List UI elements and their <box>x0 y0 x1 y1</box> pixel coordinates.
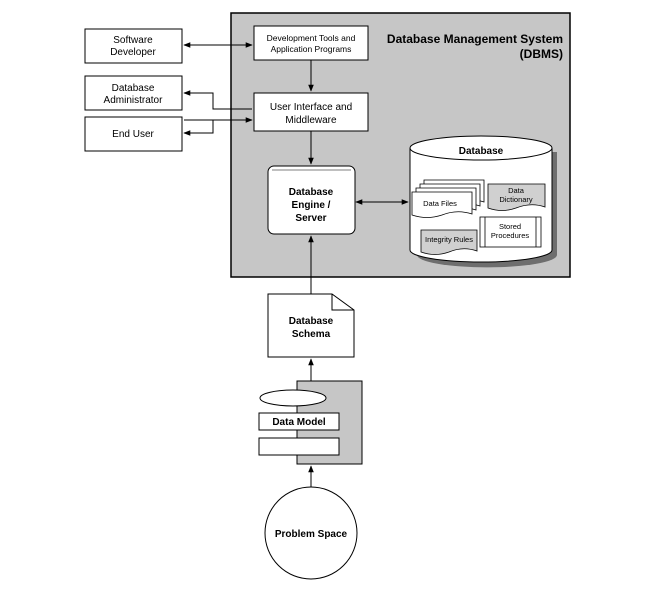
engine-label-3: Server <box>295 213 326 224</box>
schema-label-1: Database <box>289 316 334 327</box>
data-model-stack: Data Model <box>258 380 363 465</box>
dev-tools-label-2: Application Programs <box>271 44 352 54</box>
engine-label-1: Database <box>289 187 334 198</box>
database-engine-box: Database Engine / Server <box>267 165 356 235</box>
data-dictionary-label-2: Dictionary <box>499 195 533 204</box>
data-files-doc: Data Files <box>411 179 485 218</box>
integrity-rules-doc: Integrity Rules <box>420 229 478 255</box>
dbms-subtitle: (DBMS) <box>520 47 563 61</box>
end-user-box: End User <box>84 116 183 152</box>
stored-procedures-box: Stored Procedures <box>479 216 542 248</box>
data-model-label: Data Model <box>272 417 326 428</box>
database-administrator-box: Database Administrator <box>84 75 183 111</box>
problem-space-label: Problem Space <box>275 529 348 540</box>
database-title: Database <box>459 146 504 157</box>
database-administrator-label-2: Administrator <box>104 95 164 106</box>
connector-arrows <box>183 42 409 487</box>
user-interface-box: User Interface and Middleware <box>253 92 369 132</box>
data-dictionary-doc: Data Dictionary <box>487 183 546 211</box>
dbms-title: Database Management System <box>387 32 563 46</box>
user-interface-label-1: User Interface and <box>270 102 352 113</box>
problem-space-circle: Problem Space <box>264 486 358 580</box>
end-user-label: End User <box>112 129 154 140</box>
data-files-label: Data Files <box>423 199 457 208</box>
engine-label-2: Engine / <box>292 200 331 211</box>
software-developer-label-1: Software <box>113 35 153 46</box>
stored-procedures-label-2: Procedures <box>491 231 530 240</box>
stored-procedures-label-1: Stored <box>499 222 521 231</box>
schema-label-2: Schema <box>292 329 331 340</box>
dev-tools-box: Development Tools and Application Progra… <box>253 25 369 61</box>
arrow-ui-admin <box>183 90 252 110</box>
dev-tools-label-1: Development Tools and <box>267 33 356 43</box>
integrity-rules-label: Integrity Rules <box>425 235 473 244</box>
user-interface-label-2: Middleware <box>285 115 337 126</box>
database-schema-doc: Database Schema <box>267 293 355 358</box>
software-developer-label-2: Developer <box>110 47 156 58</box>
data-dictionary-label-1: Data <box>508 186 525 195</box>
arrow-ui-enduser <box>183 119 252 136</box>
software-developer-box: Software Developer <box>84 28 183 64</box>
database-administrator-label-1: Database <box>112 83 155 94</box>
